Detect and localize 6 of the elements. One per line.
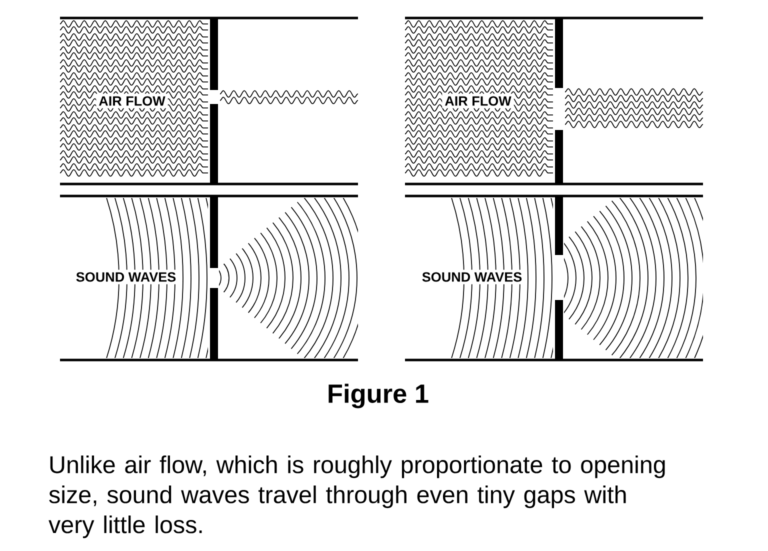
panel-label: SOUND WAVES [73,270,179,284]
figure-number: Figure 1 [328,384,428,408]
panel-label: SOUND WAVES [419,270,525,284]
panel-label: AIR FLOW [96,94,168,108]
panel-label: AIR FLOW [442,94,514,108]
caption-text: Unlike air flow, which is roughly proportionate to opening size, sound waves travel through even tiny gaps with very little loss. [48,456,665,538]
